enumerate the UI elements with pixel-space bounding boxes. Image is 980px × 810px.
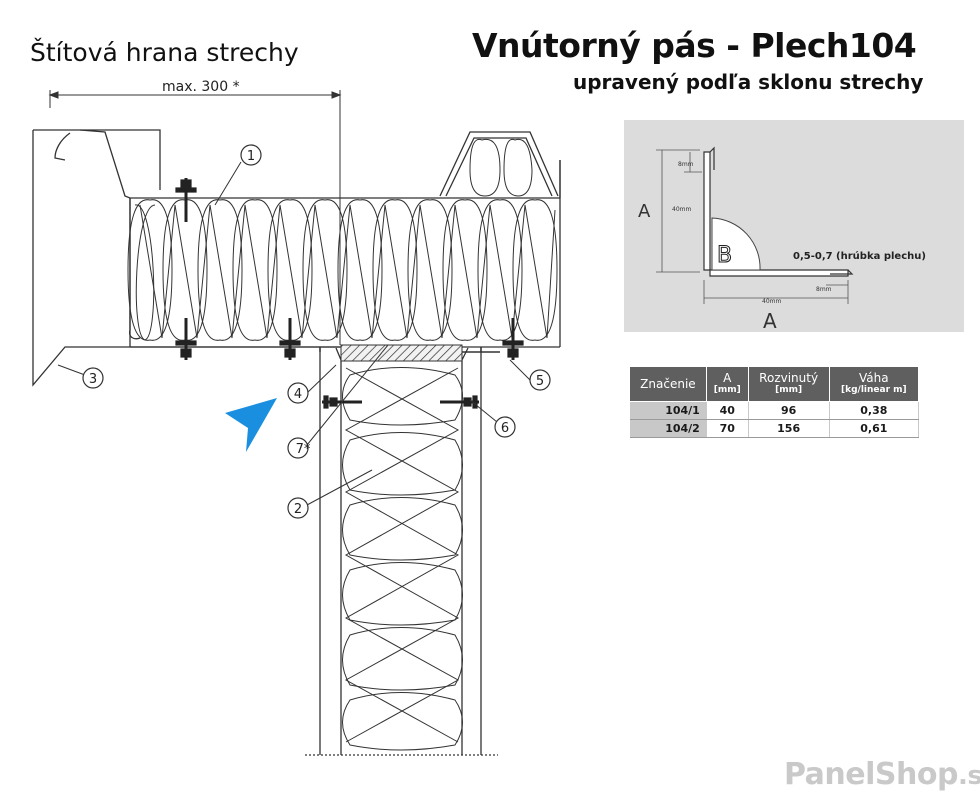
profile-b-label: B <box>717 243 732 268</box>
cell: 40 <box>706 401 749 420</box>
cell: 0,61 <box>829 419 920 438</box>
cell: 70 <box>706 419 749 438</box>
profile-panel: A 40mm 8mm B 0,5-0,7 (hrúbka plechu) 40m… <box>624 120 964 333</box>
profile-dim-8-top: 8mm <box>678 161 694 168</box>
callout-1 <box>240 144 262 166</box>
dimension-label: max. 300 * <box>162 79 240 95</box>
callout-2-label: 2 <box>294 502 302 517</box>
col-header: Váha[kg/linear m] <box>828 366 920 402</box>
product-title: Vnútorný pás - Plech104 <box>472 26 917 65</box>
profile-dim-8-bottom: 8mm <box>816 286 832 293</box>
roof-insulation <box>127 138 558 341</box>
profile-a-horizontal: A <box>763 309 777 333</box>
callout-5-label: 5 <box>536 374 544 389</box>
diagram-title: Štítová hrana strechy <box>30 38 299 67</box>
callout-6-label: 6 <box>501 421 509 436</box>
pointer-arrow-icon <box>225 398 277 452</box>
profile-a-vertical: A <box>638 201 651 222</box>
seal-strip <box>340 344 463 362</box>
wall-insulation <box>342 367 463 751</box>
callout-6 <box>494 416 516 438</box>
cell: 96 <box>748 401 830 420</box>
callout-1-label: 1 <box>247 149 255 164</box>
profile-dim-40-horizontal: 40mm <box>762 298 781 305</box>
cell: 104/2 <box>629 419 707 438</box>
callout-5 <box>529 369 551 391</box>
profile-dim-40-vertical: 40mm <box>672 206 691 213</box>
table-row: 104/1 40 96 0,38 <box>629 401 920 420</box>
table-row: 104/2 70 156 0,61 <box>629 419 920 438</box>
callout-3 <box>82 367 104 389</box>
callouts <box>82 144 551 519</box>
cell: 0,38 <box>829 401 920 420</box>
table-header-row: Značenie A[mm] Rozvinutý[mm] Váha[kg/lin… <box>629 366 920 402</box>
col-header: Rozvinutý[mm] <box>747 366 830 402</box>
col-header: Značenie <box>629 366 707 402</box>
brand-watermark: PanelShop.sk <box>784 757 980 792</box>
leader-lines <box>57 161 531 506</box>
col-header: A[mm] <box>705 366 749 402</box>
callout-2 <box>287 497 309 519</box>
callout-4-label: 4 <box>294 387 302 402</box>
inner-strips <box>319 347 500 353</box>
cell: 156 <box>748 419 830 438</box>
callout-7 <box>287 437 309 459</box>
thickness-note: 0,5-0,7 (hrúbka plechu) <box>793 250 926 262</box>
roof-screws <box>175 178 524 360</box>
callout-3-label: 3 <box>89 372 97 387</box>
callout-7-label: 7* <box>296 442 311 457</box>
callout-4 <box>287 382 309 404</box>
cell: 104/1 <box>629 401 707 420</box>
product-subtitle: upravený podľa sklonu strechy <box>573 70 924 94</box>
wall-panel <box>305 347 498 756</box>
spec-table: Značenie A[mm] Rozvinutý[mm] Váha[kg/lin… <box>629 366 920 438</box>
